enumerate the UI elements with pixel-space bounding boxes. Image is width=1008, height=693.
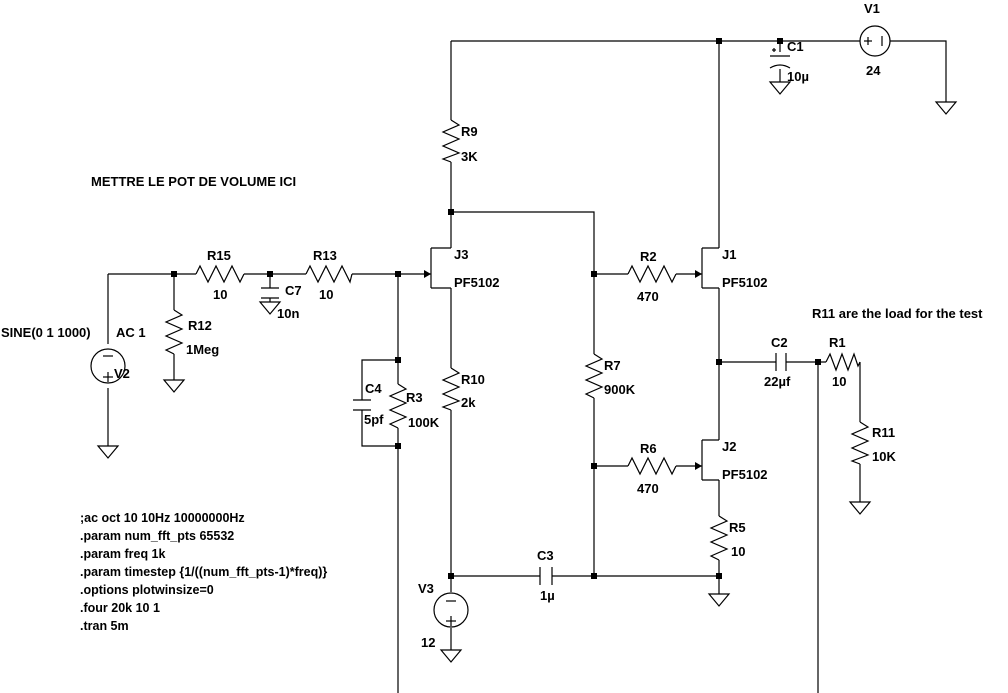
voltage-source-v1[interactable] [859, 25, 891, 57]
j2-value: PF5102 [722, 467, 768, 482]
r9-label: R9 [461, 124, 478, 139]
wires [107, 40, 947, 693]
r2-label: R2 [640, 249, 657, 264]
v3-label: V3 [418, 581, 434, 596]
resistor-r2[interactable] [627, 264, 677, 284]
component-labels: V1 24 C1 10µ R9 3K R15 10 R13 10 C7 10n … [1, 1, 896, 650]
j3-value: PF5102 [454, 275, 500, 290]
directive-line: .param timestep {1/((num_fft_pts-1)*freq… [80, 565, 327, 579]
j3-label: J3 [454, 247, 468, 262]
capacitor-c7[interactable] [261, 287, 279, 299]
r3-label: R3 [406, 390, 423, 405]
r15-label: R15 [207, 248, 231, 263]
jfet-j1[interactable] [695, 247, 719, 289]
c7-value: 10n [277, 306, 299, 321]
capacitor-c4[interactable] [353, 399, 371, 411]
c3-value: 1µ [540, 588, 555, 603]
r7-label: R7 [604, 358, 621, 373]
resistor-r13[interactable] [305, 264, 353, 284]
directive-line: .param num_fft_pts 65532 [80, 529, 234, 543]
r6-value: 470 [637, 481, 659, 496]
directive-line: .four 20k 10 1 [80, 601, 160, 615]
capacitor-c1[interactable] [769, 48, 791, 69]
r9-value: 3K [461, 149, 478, 164]
resistor-r10[interactable] [441, 367, 461, 411]
r11-value: 10K [872, 449, 896, 464]
directive-line: ;ac oct 10 10Hz 10000000Hz [80, 511, 245, 525]
directive-line: .tran 5m [80, 619, 129, 633]
c4-value: 5pf [364, 412, 384, 427]
r3-value: 100K [408, 415, 440, 430]
c1-value: 10µ [787, 69, 809, 84]
r5-value: 10 [731, 544, 745, 559]
r13-value: 10 [319, 287, 333, 302]
voltage-source-v3[interactable] [433, 592, 469, 628]
directive-line: .param freq 1k [80, 547, 166, 561]
r10-label: R10 [461, 372, 485, 387]
c2-value: 22µf [764, 374, 791, 389]
v2-label: V2 [114, 366, 130, 381]
r11-label: R11 [872, 425, 895, 440]
load-note: R11 are the load for the test [812, 306, 983, 321]
spice-directives[interactable]: ;ac oct 10 10Hz 10000000Hz .param num_ff… [80, 511, 327, 633]
r1-label: R1 [829, 335, 846, 350]
c3-label: C3 [537, 548, 554, 563]
resistor-r12[interactable] [164, 309, 184, 355]
resistor-r6[interactable] [627, 456, 677, 476]
capacitor-c2[interactable] [775, 353, 787, 371]
r13-label: R13 [313, 248, 337, 263]
r10-value: 2k [461, 395, 476, 410]
j1-label: J1 [722, 247, 736, 262]
j2-label: J2 [722, 439, 736, 454]
resistor-r11[interactable] [850, 421, 870, 465]
ground-symbols [96, 81, 958, 663]
v3-value: 12 [421, 635, 435, 650]
r7-value: 900K [604, 382, 636, 397]
v2-ac-label: AC 1 [116, 325, 146, 340]
jfet-j2[interactable] [695, 439, 719, 481]
r2-value: 470 [637, 289, 659, 304]
resistor-r5[interactable] [709, 515, 729, 561]
c7-label: C7 [285, 283, 302, 298]
c4-label: C4 [365, 381, 382, 396]
resistor-r9[interactable] [441, 119, 461, 163]
r5-label: R5 [729, 520, 746, 535]
r1-value: 10 [832, 374, 846, 389]
volume-note: METTRE LE POT DE VOLUME ICI [91, 174, 296, 189]
r12-label: R12 [188, 318, 212, 333]
c2-label: C2 [771, 335, 788, 350]
resistor-r1[interactable] [825, 352, 861, 372]
r12-value: 1Meg [186, 342, 219, 357]
resistor-r15[interactable] [195, 264, 245, 284]
capacitor-c3[interactable] [539, 567, 553, 585]
v2-source-label: SINE(0 1 1000) [1, 325, 91, 340]
voltage-source-v2[interactable] [90, 348, 126, 384]
resistor-r7[interactable] [584, 353, 604, 399]
c1-label: C1 [787, 39, 804, 54]
junctions [171, 38, 821, 579]
v1-value: 24 [866, 63, 881, 78]
resistor-r3[interactable] [388, 383, 408, 429]
r6-label: R6 [640, 441, 657, 456]
j1-value: PF5102 [722, 275, 768, 290]
directive-line: .options plotwinsize=0 [80, 583, 214, 597]
r15-value: 10 [213, 287, 227, 302]
jfet-j3[interactable] [418, 247, 451, 289]
v1-label: V1 [864, 1, 880, 16]
